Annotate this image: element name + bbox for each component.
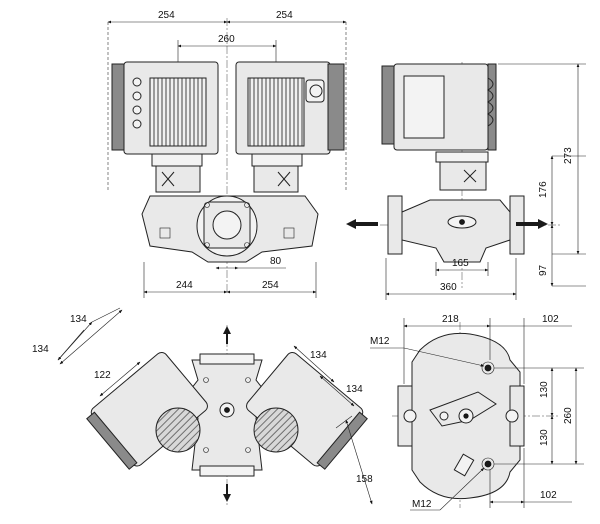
dim-165: 165	[452, 258, 469, 269]
left-fan-grille	[155, 407, 201, 453]
flange-view: 218 102 102 130 130 260 M12 M12	[370, 314, 584, 511]
pump-body	[141, 195, 319, 263]
side-view: 273 176 97 165 360	[346, 62, 586, 300]
dim-102-top: 102	[542, 314, 559, 325]
dim-130-a: 130	[539, 381, 550, 398]
top-right-motor	[246, 351, 368, 470]
dim-158: 158	[356, 474, 373, 485]
label-m12-bottom: M12	[412, 499, 432, 510]
dim-273: 273	[563, 147, 574, 164]
left-motor	[111, 61, 219, 193]
flow-arrow-up-icon	[223, 326, 231, 344]
flange-dimensions: 218 102 102 130 130 260 M12 M12	[370, 314, 584, 511]
side-dimensions: 273 176 97 165 360	[385, 63, 586, 300]
dim-102-bottom: 102	[540, 490, 557, 501]
dim-218: 218	[442, 314, 459, 325]
dim-254-left: 254	[158, 10, 175, 21]
side-pump	[387, 195, 525, 263]
dim-134-b: 134	[32, 344, 49, 355]
flow-arrow-right-icon	[516, 219, 548, 229]
right-fan-grille	[253, 407, 299, 453]
dim-122: 122	[94, 370, 111, 381]
dim-134-a: 134	[70, 314, 87, 325]
dim-260-flange: 260	[563, 407, 574, 424]
dim-254-bottom: 254	[262, 280, 279, 291]
label-m12-top: M12	[370, 336, 390, 347]
dim-97: 97	[538, 264, 549, 276]
top-dimensions: 134 134 122 134 134 158	[32, 307, 373, 505]
right-motor	[235, 61, 345, 193]
dim-134-d: 134	[346, 384, 363, 395]
dim-130-b: 130	[539, 429, 550, 446]
top-left-motor	[86, 351, 208, 470]
front-view: 254 254 260 80 244 254	[107, 10, 347, 298]
top-view: 134 134 122 134 134 158	[32, 307, 373, 505]
dim-134-c: 134	[310, 350, 327, 361]
front-dimensions: 254 254 260 80 244 254	[107, 10, 347, 298]
dim-80: 80	[270, 256, 282, 267]
flow-arrow-left-icon	[346, 219, 378, 229]
side-motor	[381, 63, 497, 191]
dim-244: 244	[176, 280, 193, 291]
dim-260: 260	[218, 34, 235, 45]
flow-arrow-down-icon	[223, 484, 231, 502]
dim-176: 176	[538, 181, 549, 198]
dim-254-right: 254	[276, 10, 293, 21]
dim-360: 360	[440, 282, 457, 293]
